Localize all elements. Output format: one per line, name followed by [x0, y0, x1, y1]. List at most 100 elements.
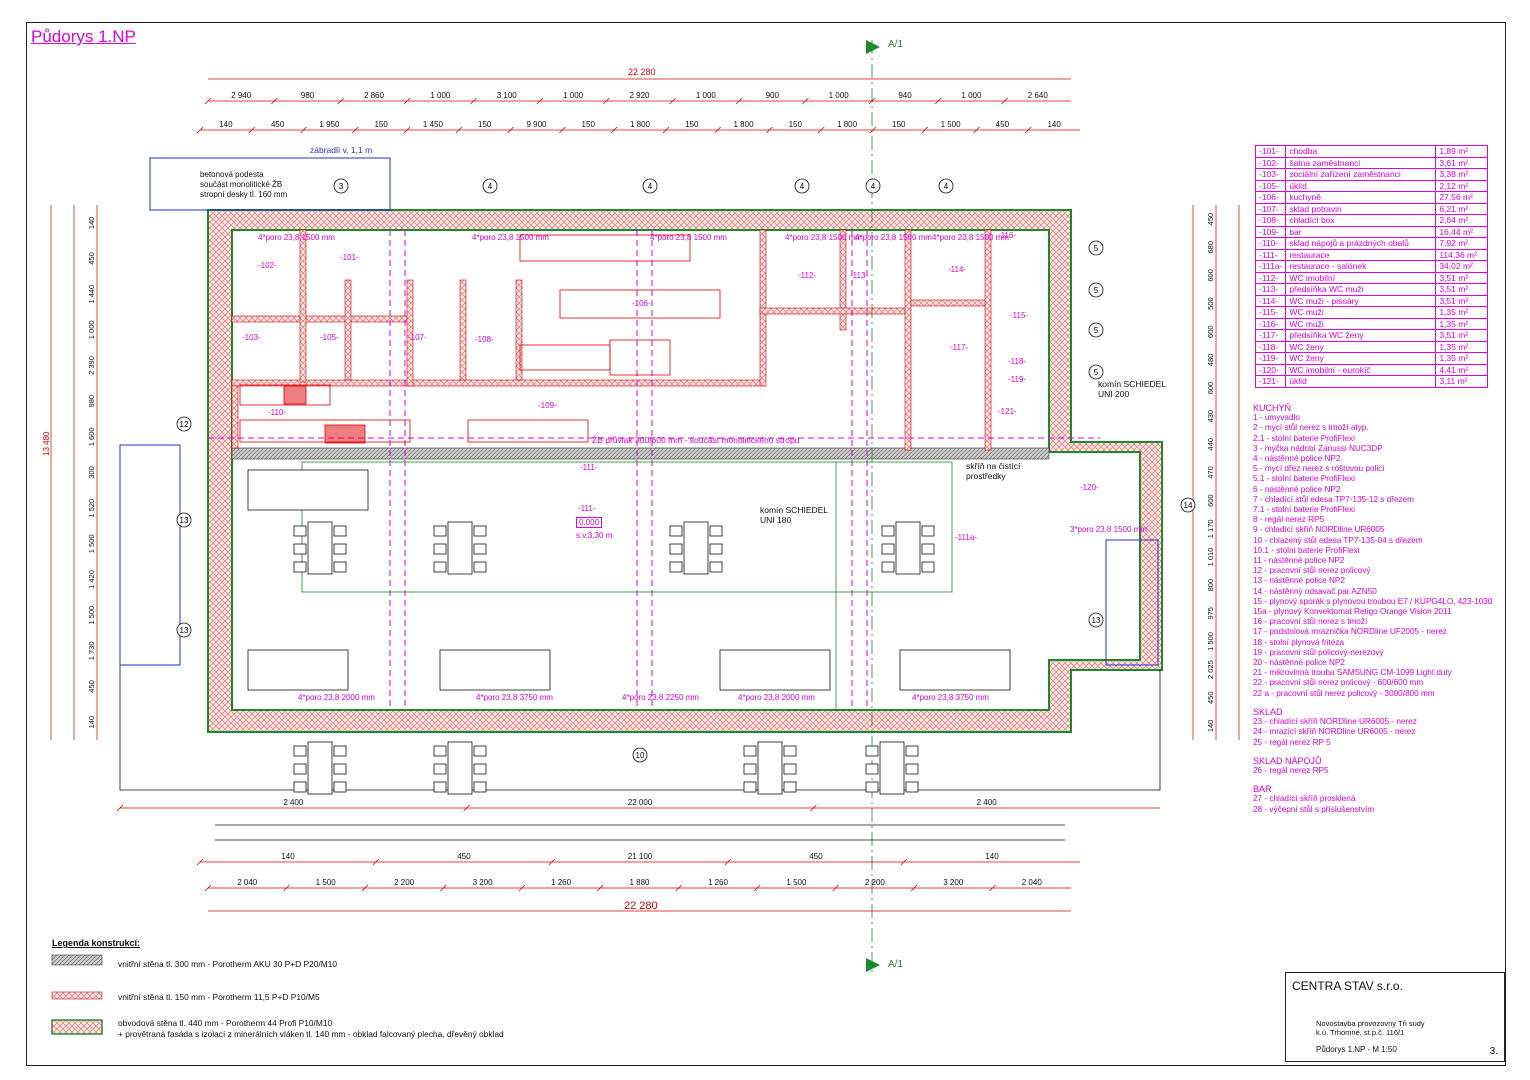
dimension-label: 600: [1206, 325, 1215, 338]
dimension-label: 1 000: [87, 320, 96, 339]
interior-walls: [231, 229, 992, 451]
dimension-tick: [196, 858, 204, 866]
chair: [473, 525, 487, 537]
room-area: 114,36 m²: [1435, 248, 1489, 261]
dimension-tick: [455, 126, 463, 134]
dimension-tick: [900, 858, 908, 866]
hall-level: 0,000: [576, 517, 603, 528]
dimension-label: 450: [87, 680, 96, 693]
equipment-item: 8 - regál nerez RP5: [1253, 515, 1324, 525]
room-code: -116-: [1254, 317, 1287, 330]
section-mark-top: A/1: [888, 39, 904, 50]
chair: [865, 781, 879, 793]
equipment-item: 11 - nástěnné police NP2: [1253, 556, 1345, 566]
dimension-label: 140: [985, 852, 999, 861]
dimension-label: 975: [1206, 607, 1215, 620]
axis-circle: [794, 178, 810, 194]
room-area: 1,35 m²: [1435, 352, 1489, 365]
room-name: chodba: [1285, 145, 1437, 158]
table: [683, 521, 709, 575]
dimension-label: 980: [301, 91, 315, 100]
equipment-item: 9 - chladící skříň NORDline UR6005: [1253, 525, 1385, 535]
room-area: 1,35 m²: [1435, 317, 1489, 330]
dimension-tick: [714, 126, 721, 134]
drawing-title: Půdorys 1.NP: [31, 27, 136, 46]
dimension-tick: [352, 126, 359, 134]
chair: [905, 763, 919, 775]
chair: [709, 525, 723, 537]
dimension-label: 2 860: [364, 91, 385, 100]
dimension-label: 450: [87, 252, 96, 265]
dimension-label: 21 100: [628, 852, 653, 861]
dimension-tick: [973, 126, 980, 134]
dimension-tick: [204, 97, 212, 105]
dimension-tick: [669, 97, 676, 105]
dimension-label: 1 800: [734, 120, 755, 129]
axis-label: 5: [1094, 326, 1099, 335]
equipment-item: 24 - mrazící skříň NORDline UR6005 - ner…: [1253, 727, 1416, 737]
room-code: -113-: [1254, 283, 1287, 296]
dimension-label: 150: [892, 120, 906, 129]
dimension-label: 430: [1206, 410, 1215, 423]
dimension-label: 150: [478, 120, 492, 129]
chair: [921, 543, 935, 555]
section-marks: [866, 40, 880, 972]
dimension-label: 440: [1206, 438, 1215, 451]
axis-label: 5: [1094, 244, 1099, 253]
chair: [473, 745, 487, 757]
room-area: 3,51 m²: [1435, 294, 1489, 307]
axis-circle: [1088, 240, 1104, 256]
dimension-label: 940: [898, 91, 912, 100]
equipment-item: 10 - chlazený stůl edesa TP7-135-04 s dř…: [1253, 535, 1423, 545]
chimney-1-b: UNI 200: [1098, 389, 1130, 399]
room-name: úklid: [1285, 375, 1437, 388]
dimension-ticks: [116, 97, 1032, 892]
table: [447, 521, 473, 575]
chair: [333, 781, 347, 793]
equipment-item: 16 - pracovní stůl nerez s tmoží: [1253, 617, 1368, 627]
dimension-tick: [518, 884, 526, 892]
dimension-label: 600: [1206, 494, 1215, 507]
legend-text-150: vnitřní stěna tl. 150 mm - Porotherm 11,…: [118, 992, 320, 1002]
room-area: 4,41 m²: [1435, 363, 1489, 376]
room-name: úklid: [1285, 179, 1437, 192]
dimension-label: 3 100: [497, 91, 518, 100]
equipment-item: 6 - nástěnné police NP2: [1253, 484, 1341, 494]
axis-circle: [1088, 322, 1104, 338]
dimension-tick: [662, 126, 670, 134]
room-label: -113-: [850, 271, 868, 280]
chair: [669, 561, 683, 573]
beam-lines: [208, 230, 1100, 710]
dimension-tick: [868, 97, 876, 105]
room-label: -117-: [950, 343, 968, 352]
room-area: 27,56 m²: [1435, 191, 1489, 204]
chair: [473, 561, 487, 573]
dimension-label: 1 420: [87, 570, 96, 589]
table: [879, 741, 905, 795]
equipment-item: 12 - pracovní stůl nerez policový: [1253, 566, 1371, 576]
room-area: 3,38 m²: [1435, 168, 1489, 181]
chair: [921, 561, 935, 573]
dimension-label: 1 000: [961, 91, 982, 100]
dimension-label: 1 010: [1206, 548, 1215, 567]
stairs: [119, 157, 1159, 666]
room-name: chladící box: [1285, 214, 1437, 227]
window-label: 4*poro 23,8 1500 mm: [258, 233, 335, 242]
room-code: -115-: [1254, 306, 1287, 319]
banquet-table: [899, 649, 1011, 691]
window-label: 4*poro 23,8 1500 mm: [932, 233, 1009, 242]
dimension-label: 9 900: [526, 120, 547, 129]
dimension-tick: [910, 884, 918, 892]
axis-circle: [176, 416, 192, 432]
chair: [293, 745, 307, 757]
dimension-label: 1 730: [87, 641, 96, 660]
window-label: 4*poro 23,8 1500 mm: [855, 233, 932, 242]
dimension-label: 1 170: [1206, 519, 1215, 538]
room-label: -111a-: [955, 533, 977, 542]
dimension-label: 1 000: [696, 91, 717, 100]
